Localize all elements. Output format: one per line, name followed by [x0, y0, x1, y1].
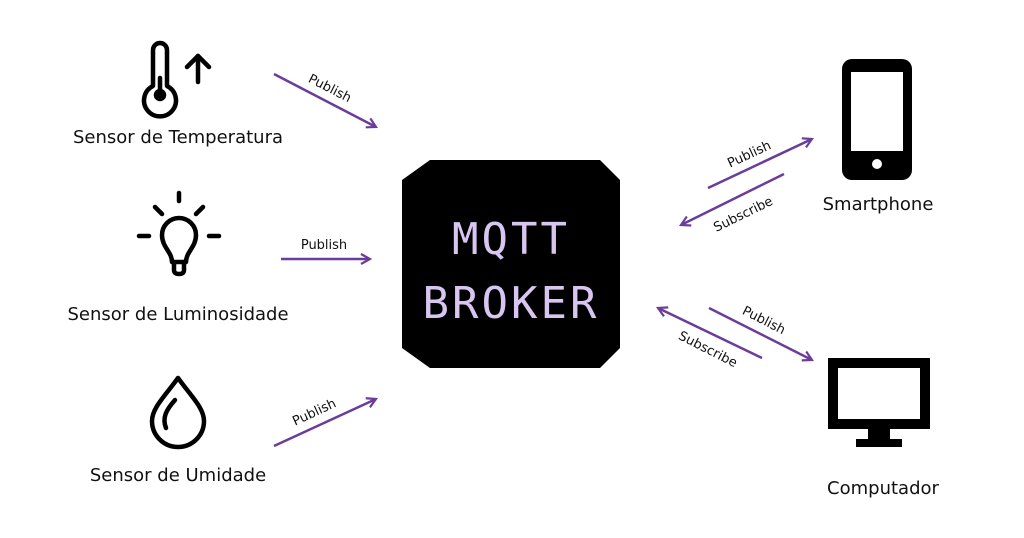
edge-label-computer-publish: Publish — [740, 304, 788, 338]
computador-label: Computador — [827, 478, 939, 499]
arrow-computer-subscribe — [658, 308, 763, 360]
arrow-smartphone-subscribe — [681, 172, 785, 225]
broker-title-line2: BROKER — [423, 278, 600, 329]
thermometer-up-icon — [141, 40, 212, 119]
sensor-luminosidade-label: Sensor de Luminosidade — [67, 304, 288, 325]
broker-box — [402, 160, 620, 368]
water-drop-icon — [149, 375, 207, 450]
smartphone-label: Smartphone — [823, 194, 934, 215]
monitor-icon — [828, 358, 930, 447]
sensor-umidade-label: Sensor de Umidade — [90, 465, 266, 486]
smartphone-icon — [842, 59, 912, 180]
lightbulb-icon — [136, 190, 222, 277]
arrow-humidity-publish — [273, 399, 376, 448]
arrow-smartphone-publish — [707, 139, 812, 190]
edge-label-temperature-publish: Publish — [306, 72, 354, 106]
arrow-temperature-publish — [273, 72, 376, 127]
broker-title-line1: MQTT — [452, 214, 570, 265]
mqtt-broker: MQTT BROKER — [402, 160, 620, 368]
edge-label-luminosity-publish: Publish — [301, 238, 347, 253]
sensor-temperatura-label: Sensor de Temperatura — [73, 127, 283, 148]
edges — [273, 72, 812, 448]
edge-label-computer-subscribe: Subscribe — [676, 329, 740, 371]
arrow-computer-publish — [708, 306, 812, 360]
edge-label-smartphone-subscribe: Subscribe — [711, 194, 775, 235]
edge-label-humidity-publish: Publish — [290, 396, 338, 429]
edge-label-smartphone-publish: Publish — [725, 138, 773, 171]
